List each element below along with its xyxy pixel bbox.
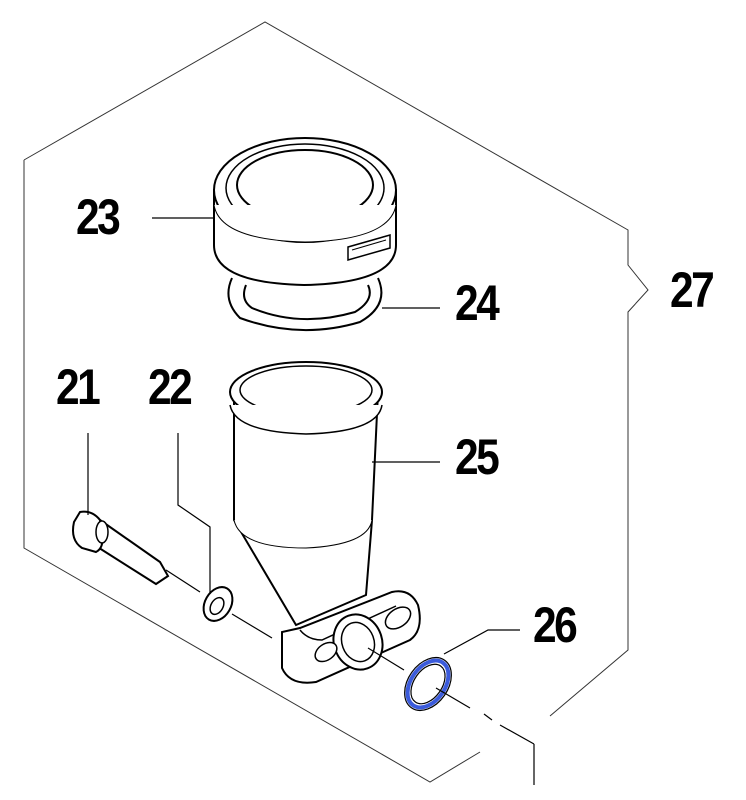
- cup-body-part: [229, 361, 421, 684]
- assembly-frame: [23, 21, 649, 783]
- callout-23: 23: [76, 189, 121, 245]
- bolt-part: [72, 510, 170, 586]
- callout-27: 27: [670, 262, 715, 318]
- washer-part: [202, 586, 234, 622]
- callout-25: 25: [455, 429, 500, 485]
- o-ring-part: [227, 277, 383, 332]
- leader-lines: [87, 217, 520, 655]
- seal-ring-part: [405, 658, 451, 710]
- callout-21: 21: [56, 359, 101, 415]
- axis-lines: [165, 569, 535, 785]
- cap-part: [213, 137, 397, 287]
- callout-26: 26: [533, 597, 578, 653]
- callout-24: 24: [455, 275, 500, 331]
- callout-22: 22: [148, 359, 193, 415]
